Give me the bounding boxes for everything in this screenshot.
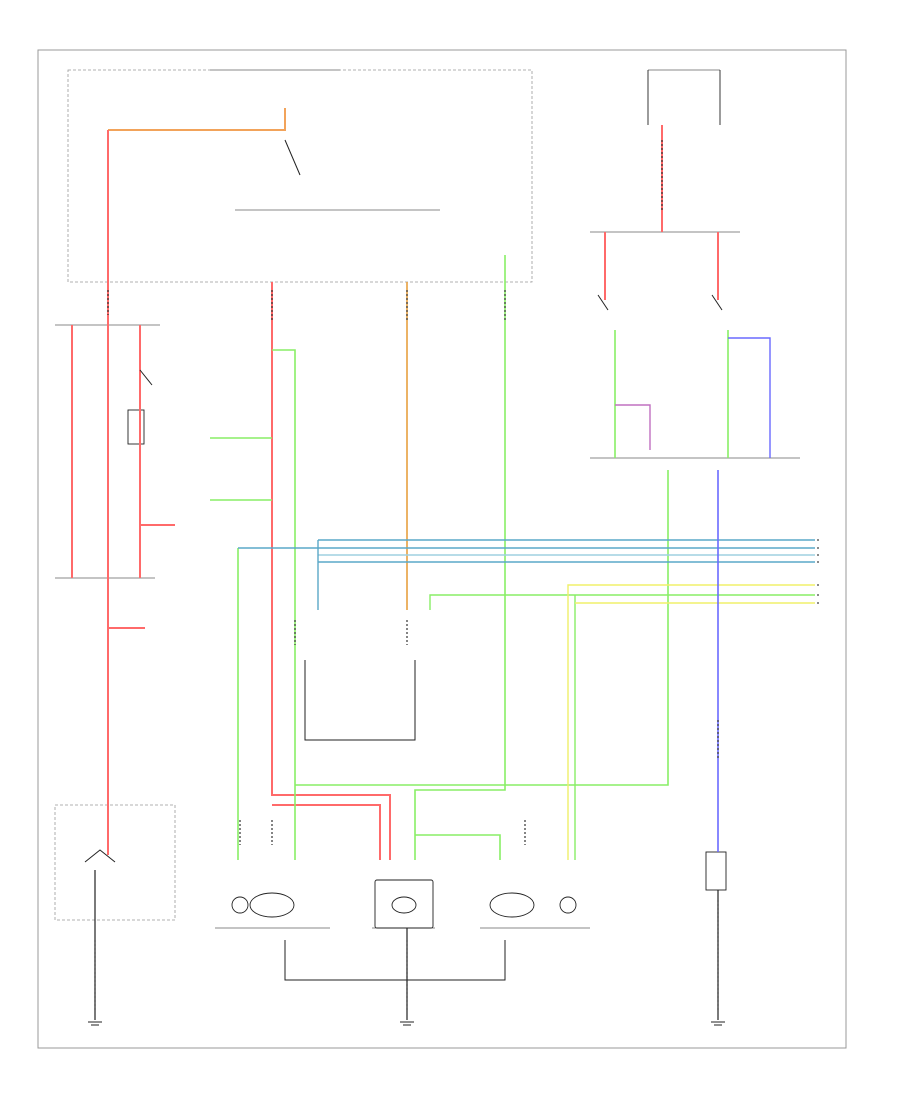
- left-marker-bulb: [231, 896, 249, 914]
- wire-purple: [615, 404, 651, 450]
- wire-red-lamp-bus: [271, 282, 391, 860]
- wire-red-lamp-bus-2: [272, 804, 381, 860]
- dimmer-contact: [84, 849, 116, 863]
- wire-green-turn-right: [429, 594, 815, 610]
- left-tail-lamp-bulb: [249, 892, 295, 918]
- wire-terminals-right: [817, 539, 819, 604]
- license-lamp-bulb: [391, 896, 417, 914]
- headlight-switch-contact: [284, 139, 301, 176]
- wire-yellow-1: [567, 584, 815, 860]
- wire-green-right-run: [295, 470, 669, 786]
- ground-symbol-left: [88, 1021, 102, 1026]
- fuse-box-left-outline: [67, 69, 533, 283]
- right-marker-bulb: [559, 896, 577, 914]
- ground-symbol-center: [400, 1021, 414, 1026]
- right-tail-lamp-bulb: [489, 892, 535, 918]
- relay-switch-contact: [139, 369, 153, 386]
- wire-green-left-a: [272, 349, 296, 860]
- diagram-frame: [37, 49, 847, 1049]
- wire-green-center: [414, 255, 506, 860]
- dimmer-switch-box: [54, 804, 176, 921]
- wire-front-lamps: [304, 660, 416, 741]
- right-relay-contact-b: [711, 294, 723, 311]
- right-relay-contact-a: [597, 294, 609, 311]
- license-lamp-body: [374, 879, 434, 929]
- right-indicator-lamp: [705, 851, 727, 891]
- wire-orange-feed: [108, 108, 286, 131]
- wire-ground-lamp-bus: [284, 940, 506, 981]
- wire-blue-relay: [728, 337, 771, 458]
- ground-symbol-right: [711, 1021, 725, 1026]
- relay-coil: [127, 409, 145, 445]
- wire-green-center-tap: [415, 834, 501, 860]
